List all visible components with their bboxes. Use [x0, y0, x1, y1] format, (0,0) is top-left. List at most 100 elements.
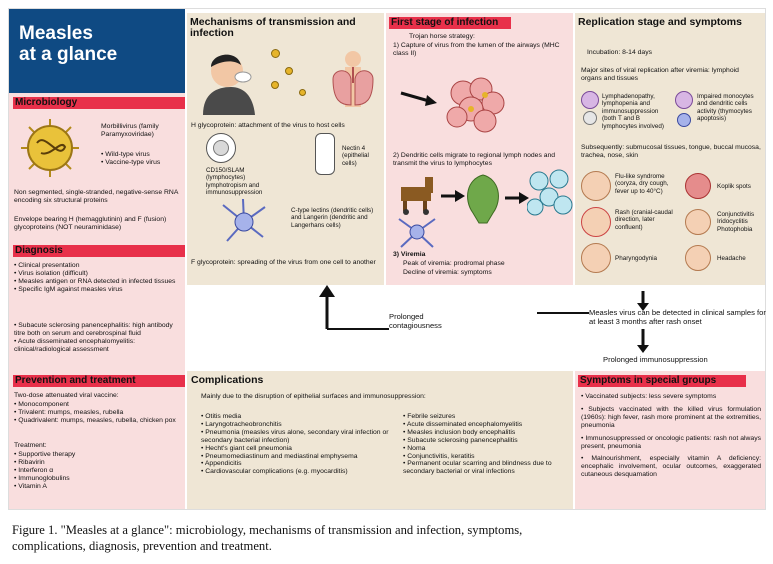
- alveoli-icon: [441, 73, 511, 137]
- dendritic-small-icon: [677, 113, 691, 127]
- arrow-icon: [399, 89, 439, 109]
- tcell-icon: [583, 111, 597, 125]
- nectin-text: Nectin 4 (epithelial cells): [342, 145, 369, 167]
- flu-icon: [581, 171, 611, 201]
- major-sites-text: Major sites of viral replication after v…: [581, 67, 739, 82]
- vaccine-intro: Two-dose attenuated viral vaccine:: [14, 392, 119, 399]
- treatment-label: Treatment:: [14, 442, 47, 449]
- rash-text: Rash (cranial-caudal direction, later co…: [615, 209, 673, 231]
- replication-panel: [575, 13, 765, 285]
- list-item: • Vaccinated subjects: less severe sympt…: [581, 393, 717, 400]
- trojan-horse-text: Trojan horse strategy:: [409, 33, 475, 40]
- complications-heading: Complications: [191, 374, 264, 386]
- list-item: • Permanent ocular scarring and blindnes…: [403, 460, 552, 476]
- microbiology-heading: Microbiology: [13, 97, 185, 109]
- detection-text: Measles virus can be detected in clinica…: [589, 308, 766, 326]
- incubation-text: Incubation: 8-14 days: [587, 49, 652, 56]
- complications-left-list: • Otitis media • Laryngotracheobronchiti…: [201, 413, 391, 476]
- list-item: • Trivalent: mumps, measles, rubella: [14, 408, 124, 416]
- lungs-icon: [327, 49, 379, 111]
- virus-particle-icon: [271, 49, 280, 58]
- special-groups-list: • Vaccinated subjects: less severe sympt…: [581, 393, 761, 479]
- list-item: • Acute disseminated encephalomyelitis: …: [14, 337, 136, 353]
- caption-line-2: complications, diagnosis, prevention and…: [12, 539, 272, 553]
- list-item: • Subacute sclerosing panencephalitis: [403, 436, 518, 444]
- koplik-text: Koplik spots: [717, 183, 751, 190]
- virus-name: Morbillivirus (family Paramyxoviridae): [101, 123, 159, 138]
- h-glycoprotein-text: H glycoprotein: attachment of the virus …: [191, 122, 345, 129]
- diagnosis-heading: Diagnosis: [13, 245, 185, 257]
- title-line-1: Measles: [19, 23, 93, 44]
- step1-text: 1) Capture of virus from the lumen of th…: [393, 42, 560, 57]
- prolonged-contagiousness: Prolonged contagiousness: [389, 312, 442, 330]
- title-line-2: at a glance: [19, 44, 118, 65]
- list-item: • Vitamin A: [14, 482, 47, 490]
- epithelial-cell-icon: [315, 133, 335, 175]
- complications-intro: Mainly due to the disruption of epitheli…: [201, 393, 426, 400]
- list-item: • Cardiovascular complications (e.g. myo…: [201, 468, 348, 476]
- monocytes-text: Impaired monocytes and dendritic cells a…: [697, 93, 754, 123]
- koplik-icon: [685, 173, 711, 199]
- headache-icon: [685, 245, 711, 271]
- virus-particle-icon: [271, 81, 279, 89]
- list-item: • Laryngotracheobronchitis: [201, 420, 282, 428]
- caption-line-1: Figure 1. "Measles at a glance": microbi…: [12, 523, 523, 537]
- list-item: • Immunosuppressed or oncologic patients…: [581, 434, 761, 450]
- envelope-description: Envelope bearing H (hemagglutinin) and F…: [14, 216, 167, 231]
- arrow-icon: [441, 189, 465, 202]
- first-stage-panel: [386, 13, 573, 285]
- list-item: • Ribavirin: [14, 458, 45, 466]
- dendritic-cell-icon: [397, 215, 437, 249]
- lymphocytes-icon: [526, 169, 573, 219]
- page-title: Measles at a glance: [9, 9, 185, 93]
- list-item: • Pneumonia (measles virus alone, second…: [201, 428, 389, 444]
- complications-right-list: • Febrile seizures • Acute disseminated …: [403, 413, 571, 476]
- immunosuppression-text: Prolonged immunosuppression: [603, 355, 708, 364]
- dendritic-cell-icon: [219, 197, 269, 247]
- virus-types: • Wild-type virus • Vaccine-type virus: [101, 151, 183, 167]
- list-item: • Supportive therapy: [14, 451, 76, 458]
- f-glycoprotein-text: F glycoprotein: spreading of the virus f…: [191, 259, 376, 266]
- list-item: • Subjects vaccinated with the killed vi…: [581, 405, 761, 429]
- list-item: • Appendicitis: [201, 460, 242, 468]
- list-item: • Febrile seizures: [403, 413, 456, 420]
- rash-icon: [581, 207, 611, 237]
- virus-icon: [19, 117, 81, 179]
- list-item: • Wild-type virus: [101, 151, 150, 158]
- list-item: • Otitis media: [201, 413, 242, 420]
- first-stage-heading: First stage of infection: [389, 17, 511, 29]
- trojan-horse-icon: [397, 175, 439, 215]
- lymph-icon: [581, 91, 599, 109]
- list-item: • Hecht's giant cell pneumonia: [201, 444, 292, 452]
- list-item: • Interferon α: [14, 466, 54, 474]
- diagnosis-list-2: • Subacute sclerosing panencephalitis: h…: [14, 322, 180, 354]
- list-item: • Acute disseminated encephalomyelitis: [403, 420, 523, 428]
- list-item: • Specific IgM against measles virus: [14, 285, 123, 293]
- headache-text: Headache: [717, 255, 746, 262]
- monocyte-icon: [675, 91, 693, 109]
- arrow-icon: [505, 191, 529, 204]
- infographic: Measles at a glance Microbiology Morbill…: [8, 8, 766, 510]
- list-item: • Measles inclusion body encephalitis: [403, 428, 516, 436]
- cough-person-icon: [197, 49, 267, 115]
- ctype-lectins-text: C-type lectins (dendritic cells) and Lan…: [291, 207, 374, 229]
- special-groups-heading: Symptoms in special groups: [578, 375, 746, 387]
- list-item: • Clinical presentation: [14, 262, 80, 269]
- list-item: • Measles antigen or RNA detected in inf…: [14, 277, 176, 285]
- list-item: • Conjunctivitis, keratitis: [403, 452, 475, 460]
- cd150-text: CD150/SLAM (lymphocytes) lymphotropism a…: [206, 167, 263, 197]
- virus-particle-icon: [285, 67, 293, 75]
- list-item: • Pneumomediastinum and mediastinal emph…: [201, 452, 358, 460]
- diagnosis-list: • Clinical presentation • Virus isolatio…: [14, 262, 180, 294]
- figure-caption: Figure 1. "Measles at a glance": microbi…: [12, 522, 768, 554]
- vaccine-list: • Monocomponent • Trivalent: mumps, meas…: [14, 401, 180, 425]
- list-item: • Monocomponent: [14, 401, 69, 408]
- flow-arrows: [309, 281, 765, 377]
- list-item: • Subacute sclerosing panencephalitis: h…: [14, 322, 173, 337]
- prevention-heading: Prevention and treatment: [13, 375, 185, 387]
- list-item: • Quadrivalent: mumps, measles, rubella,…: [14, 416, 176, 424]
- virus-particle-icon: [299, 89, 306, 96]
- pharyngodynia-icon: [581, 243, 611, 273]
- step3a-text: Peak of viremia: prodromal phase: [403, 260, 505, 267]
- list-item: • Malnourishment, especially vitamin A d…: [581, 455, 761, 479]
